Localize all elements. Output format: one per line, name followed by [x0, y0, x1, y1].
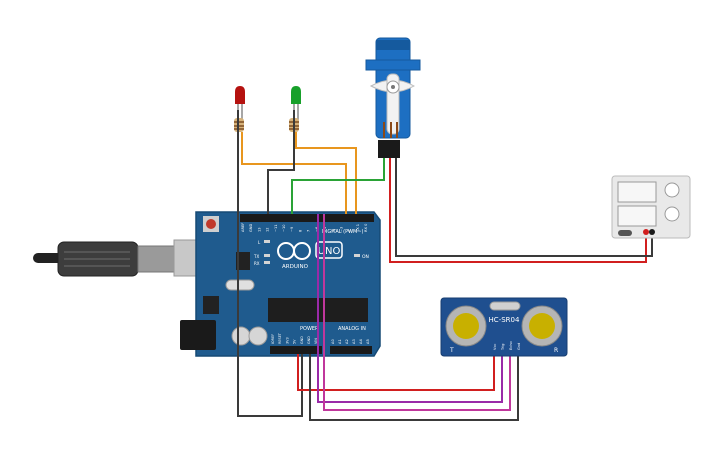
- voltage-regulator: [203, 296, 219, 314]
- digital-pwm-label: DIGITAL (PWM~): [322, 229, 364, 235]
- sensor-pin-labels: Vcc Trig Echo Gnd: [493, 341, 521, 351]
- servo-connector[interactable]: [378, 140, 400, 158]
- power-pin-label: 3V3: [285, 337, 289, 344]
- receiver-mesh: [529, 313, 555, 339]
- analog-pin-label: A0: [331, 339, 335, 344]
- digital-header[interactable]: [240, 214, 374, 222]
- receiver-mark: R: [554, 347, 558, 354]
- current-display: [617, 205, 657, 227]
- digital-pin-label: ~6: [315, 226, 319, 232]
- uno-logo-text: UNO: [318, 246, 341, 257]
- led-green[interactable]: [291, 86, 301, 120]
- analog-pin-label: A3: [352, 339, 356, 344]
- power-pin-label: RESET: [278, 332, 282, 344]
- sensor-pin-label: Gnd: [517, 343, 521, 350]
- sensor-model-label: HC-SR04: [489, 316, 520, 324]
- sensor-pin-label: Trig: [501, 344, 505, 351]
- dc-power-jack: [180, 320, 216, 350]
- wire-black-green-led-ground[interactable]: [267, 110, 295, 214]
- uno-badge: [315, 241, 343, 259]
- power-pin-label: GND: [307, 336, 311, 344]
- analog-header[interactable]: [330, 346, 372, 354]
- power-pin-label: VIN: [314, 338, 318, 344]
- wire-green-servo-signal[interactable]: [291, 158, 385, 214]
- digital-pin-label: AREF: [241, 223, 245, 232]
- arduino-brand-text: ARDUINO: [282, 264, 309, 270]
- analog-pin-label: A5: [366, 339, 370, 344]
- voltage-knob[interactable]: [664, 182, 680, 198]
- wire-black-servo-ground[interactable]: [395, 158, 653, 257]
- tx-led-label: TX: [253, 254, 259, 259]
- on-led: [354, 254, 360, 257]
- power-header[interactable]: [270, 346, 322, 354]
- digital-pin-label: ~10: [282, 224, 286, 232]
- wire-red-sensor-vcc[interactable]: [297, 352, 495, 391]
- power-pin-label: IOREF: [271, 334, 275, 344]
- digital-pin-label: 12: [266, 227, 270, 232]
- capacitor: [248, 326, 268, 346]
- power-switch[interactable]: [618, 230, 632, 236]
- digital-pin-label: 4: [331, 229, 335, 232]
- power-pin-label: 5V: [293, 339, 297, 344]
- capacitor: [231, 326, 251, 346]
- usb-cable[interactable]: [33, 239, 205, 277]
- digital-pin-label: RX 0: [364, 223, 368, 232]
- negative-terminal[interactable]: [649, 229, 655, 235]
- rx-led-label: RX: [254, 261, 260, 266]
- tx-led: [264, 254, 270, 257]
- reset-button-cap[interactable]: [206, 219, 216, 229]
- digital-pin-label: TX 1: [356, 224, 360, 233]
- digital-pin-label: 2: [348, 230, 352, 232]
- analog-pin-label: A2: [345, 339, 349, 344]
- wire-purple-sensor-trig[interactable]: [317, 214, 503, 403]
- infinity-logo-right: [293, 242, 311, 260]
- l-led-label: L: [258, 240, 261, 245]
- sensor-pin-label: Echo: [509, 341, 513, 350]
- power-pin-label: GND: [300, 336, 304, 344]
- digital-pin-label: 7: [307, 230, 311, 232]
- wire-red-servo-power[interactable]: [389, 158, 647, 263]
- arduino-uno-board[interactable]: UNO ARDUINO DIGITAL (PWM~) POWER ANALOG …: [180, 211, 381, 357]
- rx-led: [264, 261, 270, 264]
- sensor-crystal: [489, 301, 521, 311]
- digital-pin-label: GND: [249, 224, 253, 232]
- on-led-label: ON: [362, 254, 369, 260]
- digital-pin-label: 13: [257, 227, 261, 232]
- transmitter-mark: T: [449, 347, 454, 354]
- servo-leads: [383, 122, 398, 138]
- l-led: [264, 240, 270, 243]
- analog-pin-label: A1: [338, 339, 342, 344]
- sensor-pin-label: Vcc: [493, 344, 497, 350]
- transmitter-mesh: [453, 313, 479, 339]
- digital-pin-label: 8: [298, 229, 302, 232]
- led-red[interactable]: [235, 86, 245, 120]
- voltage-display: [617, 181, 657, 203]
- wire-magenta-sensor-echo[interactable]: [323, 214, 511, 411]
- analog-in-label: ANALOG IN: [338, 326, 366, 332]
- positive-terminal[interactable]: [643, 229, 649, 235]
- digital-pin-label: ~3: [339, 227, 343, 232]
- wire-black-red-led-ground[interactable]: [237, 110, 303, 417]
- ultrasonic-sensor-hc-sr04[interactable]: HC-SR04 T R Vcc Trig Echo Gnd: [440, 297, 568, 357]
- power-label: POWER: [300, 326, 319, 332]
- servo-motor[interactable]: [365, 37, 421, 139]
- current-knob[interactable]: [664, 206, 680, 222]
- digital-pin-label: ~11: [274, 224, 278, 232]
- crystal-oscillator: [225, 279, 255, 291]
- wire-black-sensor-ground[interactable]: [309, 352, 519, 421]
- analog-pin-label: A4: [359, 339, 363, 344]
- small-chip: [236, 252, 250, 270]
- digital-pin-label: ~9: [290, 226, 294, 232]
- power-supply[interactable]: [611, 175, 691, 239]
